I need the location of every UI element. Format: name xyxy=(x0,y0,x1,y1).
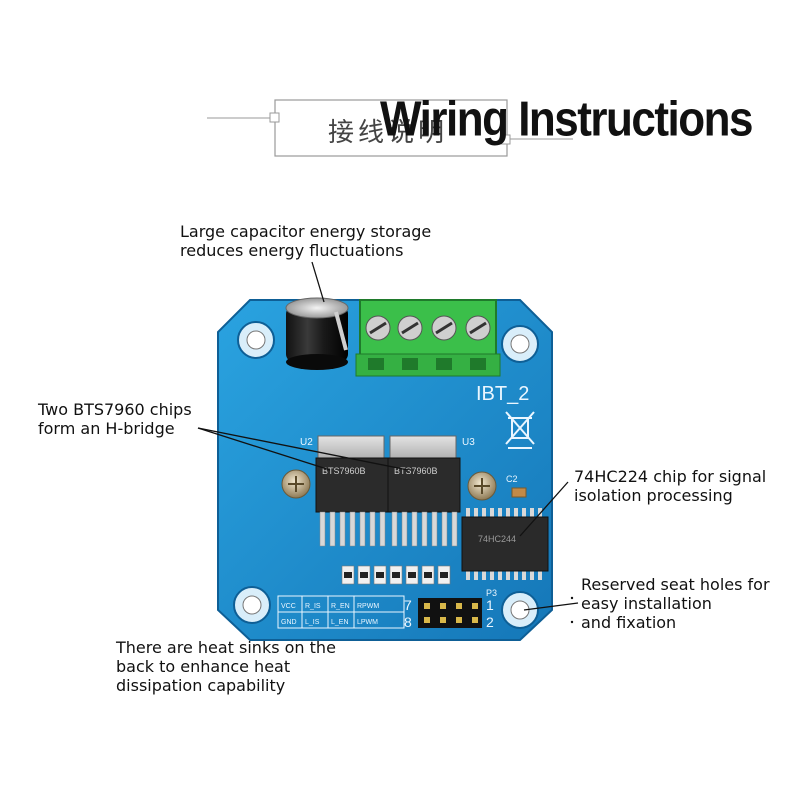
svg-text:74HC244: 74HC244 xyxy=(478,534,516,544)
pin-label-r-is: R_IS xyxy=(305,603,321,610)
c2-label: C2 xyxy=(506,474,518,484)
resistor-row xyxy=(341,565,451,585)
pin-header xyxy=(418,598,482,628)
screw-right xyxy=(467,471,497,501)
svg-text:BTS7960B: BTS7960B xyxy=(394,466,438,476)
capacitor xyxy=(285,297,349,370)
annotation-heat-sinks: There are heat sinks on the back to enha… xyxy=(116,638,336,695)
leader-lines xyxy=(197,261,579,611)
pin-label-gnd: GND xyxy=(281,619,297,626)
mounting-hole-bottom-left xyxy=(233,586,271,624)
annotation-bts-chips: Two BTS7960 chips form an H-bridge xyxy=(38,400,192,438)
weee-bin-icon xyxy=(505,411,535,449)
mounting-hole-bottom-right xyxy=(501,591,539,629)
board-model-label: IBT_2 xyxy=(476,383,529,405)
pin-label-r-en: R_EN xyxy=(331,603,350,610)
terminal-block xyxy=(355,299,501,377)
title-chinese: 接线说明 xyxy=(328,118,449,148)
pin-label-table xyxy=(277,595,405,629)
pin-label-lpwm: LPWM xyxy=(357,619,378,626)
pin-number-7: 7 xyxy=(404,597,412,613)
screw-left xyxy=(281,469,311,499)
bts7960-left: BTS7960B xyxy=(315,435,389,547)
bts7960-right: BTS7960B xyxy=(387,435,461,547)
annotation-seat-holes: Reserved seat holes for easy installatio… xyxy=(581,575,770,632)
pin-number-8: 8 xyxy=(404,614,412,630)
pin-label-l-is: L_IS xyxy=(305,619,320,626)
pin-number-1: 1 xyxy=(486,597,494,613)
svg-text:BTS7960B: BTS7960B xyxy=(322,466,366,476)
terminal-screws xyxy=(365,315,491,341)
p3-label: P3 xyxy=(486,588,497,598)
u3-label: U3 xyxy=(462,437,475,448)
mounting-hole-top-right xyxy=(501,325,539,363)
u2-label: U2 xyxy=(300,437,313,448)
mounting-hole-top-left xyxy=(237,321,275,359)
smd-capacitor-c2 xyxy=(511,487,527,498)
pin-label-rpwm: RPWM xyxy=(357,603,379,610)
annotation-hc-chip: 74HC224 chip for signal isolation proces… xyxy=(574,467,767,505)
pin-number-2: 2 xyxy=(486,614,494,630)
annotation-capacitor: Large capacitor energy storage reduces e… xyxy=(180,222,432,260)
pin-label-vcc: VCC xyxy=(281,603,296,610)
pin-label-l-en: L_EN xyxy=(331,619,349,626)
title-english: Wiring Instructions xyxy=(380,92,754,147)
